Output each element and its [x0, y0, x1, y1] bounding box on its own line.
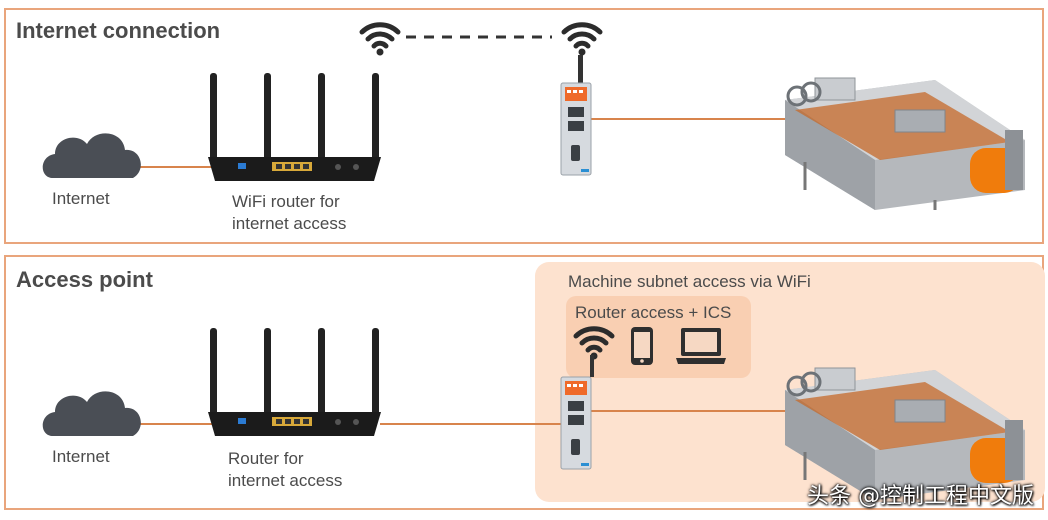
- wifi-router-icon: [208, 73, 381, 181]
- machine-subnet-label: Machine subnet access via WiFi: [568, 272, 811, 291]
- packaging-machine-icon: [783, 76, 1027, 212]
- access-point-title: Access point: [16, 267, 153, 292]
- router-label-line2: internet access: [232, 214, 347, 233]
- gateway-machine-link: [585, 118, 785, 120]
- antenna: [578, 55, 583, 85]
- gateway-device-icon: [560, 376, 592, 470]
- wifi-icon: [362, 25, 398, 56]
- cloud-router-link: [138, 166, 218, 168]
- gateway-device-icon: [560, 82, 592, 176]
- laptop-icon: [676, 328, 726, 364]
- router-ics-label: Router access + ICS: [575, 303, 732, 322]
- cloud-router-link: [138, 423, 218, 425]
- internet-label: Internet: [52, 447, 110, 466]
- internet-label: Internet: [52, 189, 110, 208]
- smartphone-icon: [631, 327, 653, 365]
- cloud-icon: [42, 391, 141, 436]
- wifi-icon: [576, 329, 612, 360]
- antenna: [590, 355, 594, 377]
- router-gateway-link: [380, 423, 562, 425]
- router-label-line1: WiFi router for: [232, 192, 340, 211]
- wifi-icon: [564, 25, 600, 56]
- router-label-line2: internet access: [228, 471, 343, 490]
- router-label-line1: Router for: [228, 449, 304, 468]
- wifi-router-icon: [208, 328, 381, 436]
- cloud-icon: [42, 133, 141, 178]
- internet-connection-title: Internet connection: [16, 18, 221, 43]
- watermark: 头条 @控制工程中文版: [807, 484, 1034, 509]
- gateway-machine-link: [585, 410, 785, 412]
